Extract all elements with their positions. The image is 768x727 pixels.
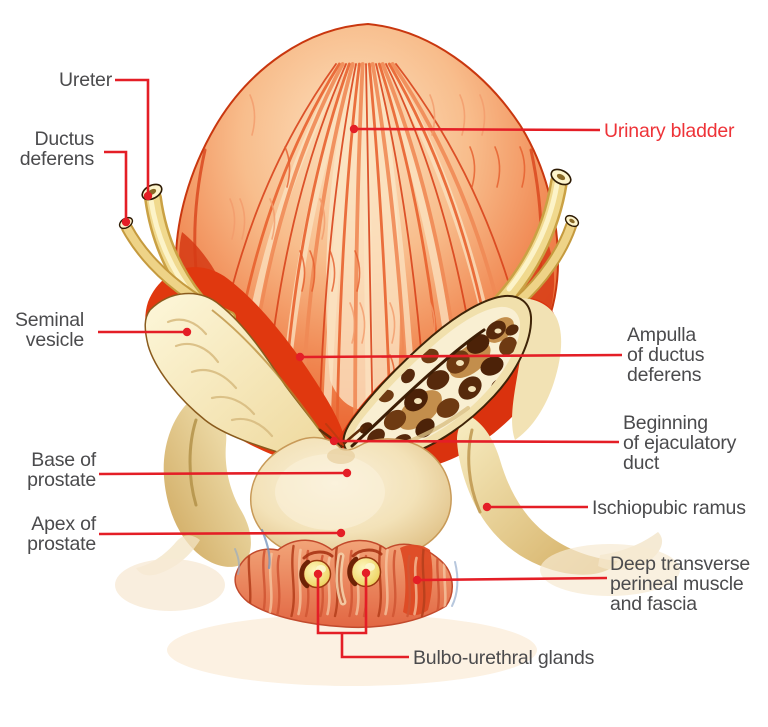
leader-deep-transverse xyxy=(412,575,608,585)
leader-ischiopubic-ramus xyxy=(482,502,588,512)
label-urinary-bladder: Urinary bladder xyxy=(604,120,735,142)
leader-bulbourethral xyxy=(313,568,409,659)
leader-seminal-vesicle xyxy=(98,327,192,337)
leader-urinary-bladder xyxy=(349,124,601,134)
leader-apex-of-prostate xyxy=(98,528,346,538)
label-base-of-prostate: Base of prostate xyxy=(27,449,96,491)
label-ureter: Ureter xyxy=(59,69,112,91)
label-apex-of-prostate: Apex of prostate xyxy=(27,513,96,555)
label-ductus-deferens: Ductus deferens xyxy=(19,128,94,170)
leader-base-of-prostate xyxy=(98,468,352,478)
leader-ureter xyxy=(115,78,153,201)
label-ischiopubic-ramus: Ischiopubic ramus xyxy=(592,497,746,519)
label-ejaculatory-duct: Beginning of ejaculatory duct xyxy=(623,412,737,474)
leader-ejaculatory-duct xyxy=(329,436,620,446)
label-seminal-vesicle: Seminal vesicle xyxy=(14,309,84,351)
leader-ductus-deferens xyxy=(104,150,131,227)
leader-ampulla xyxy=(295,352,623,362)
label-ampulla: Ampulla of ductus deferens xyxy=(627,324,705,386)
label-deep-transverse: Deep transverse perineal muscle and fasc… xyxy=(610,553,751,615)
background-washes xyxy=(115,544,680,686)
muscle-striations xyxy=(246,544,447,618)
label-bulbourethral: Bulbo-urethral glands xyxy=(413,647,595,669)
